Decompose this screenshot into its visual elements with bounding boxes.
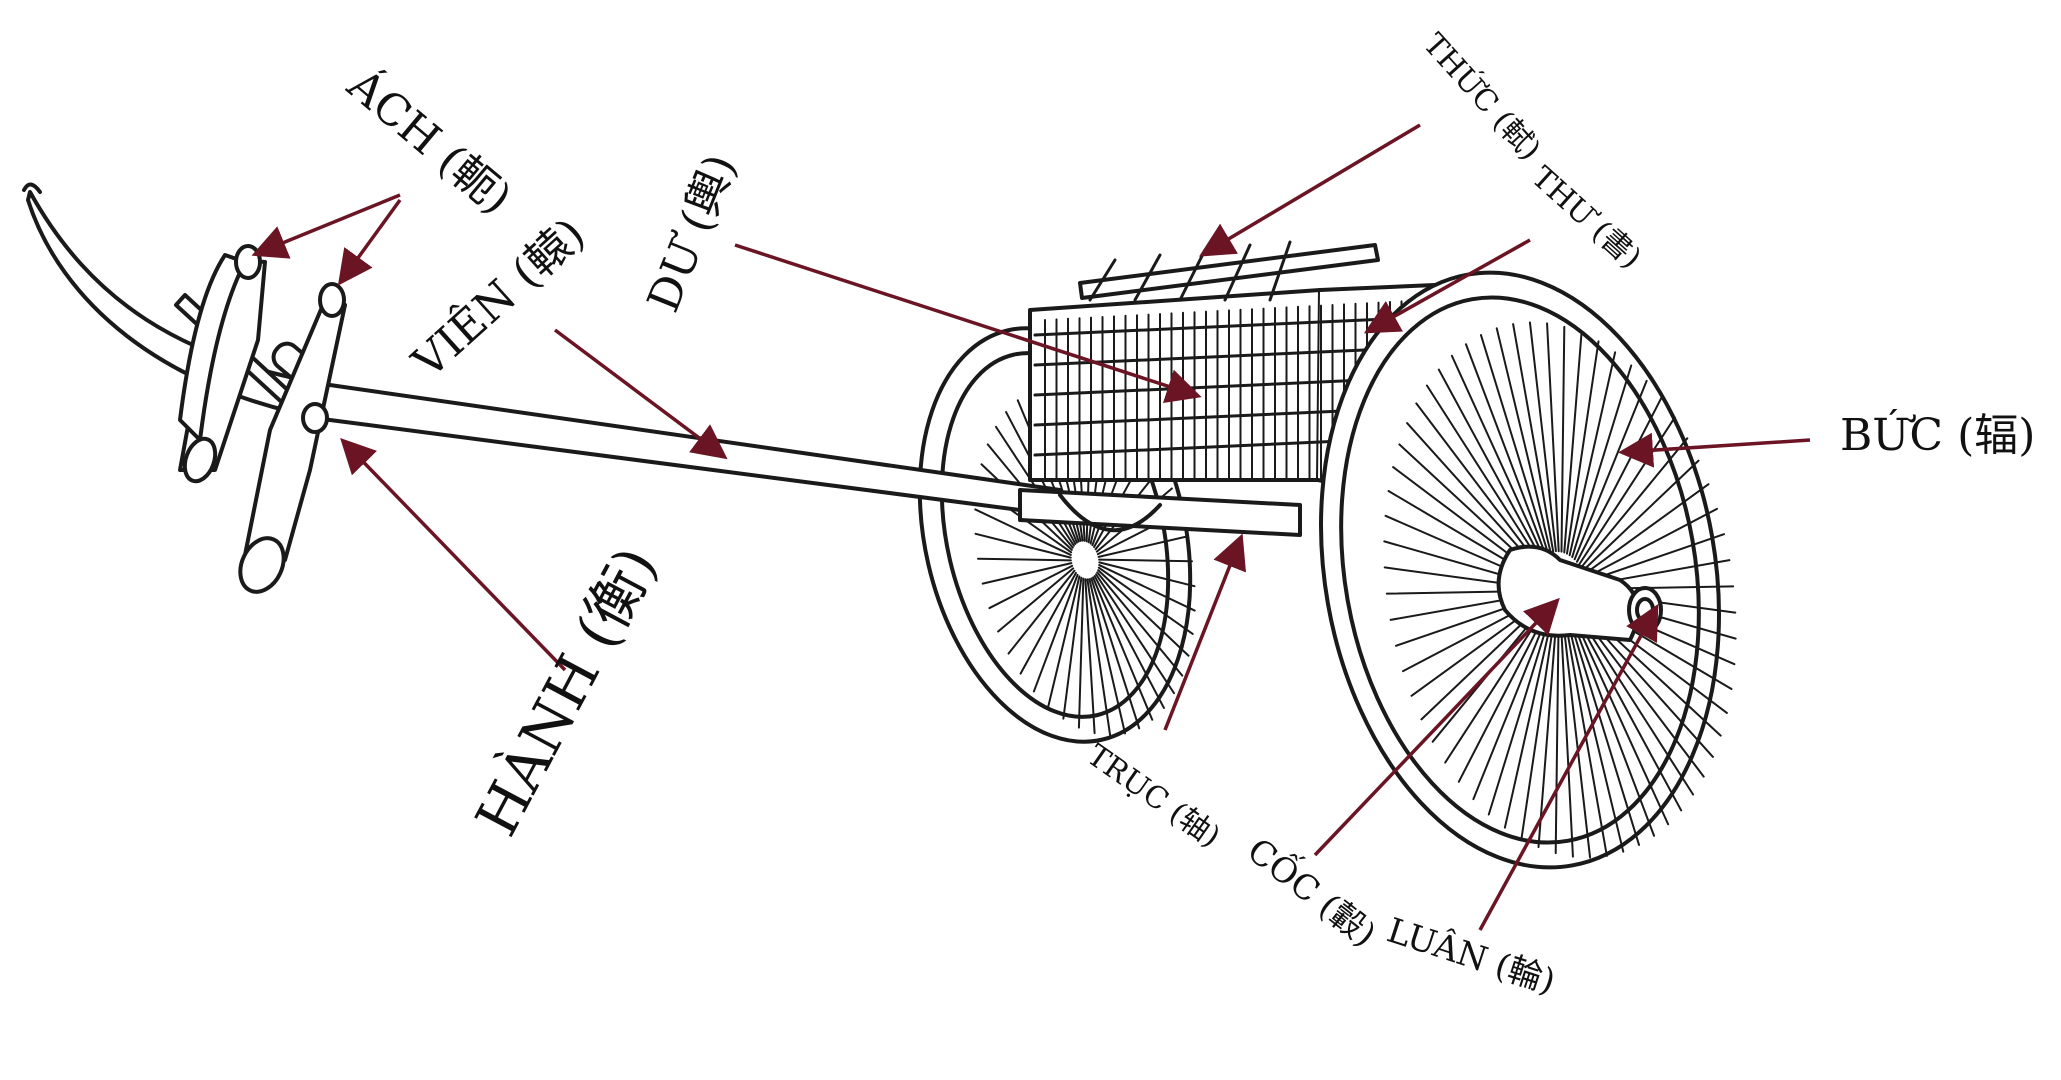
wheel-spoke [1084,578,1096,735]
wheel-spoke [1077,577,1085,729]
wheel-spoke [1573,624,1656,837]
wheel-spoke [1047,575,1081,708]
wheel-spoke [1579,618,1695,796]
wheel-spoke [1581,459,1700,572]
wheel-spoke [1581,615,1705,778]
wheel-spoke [1568,626,1625,853]
wheel-spoke [1019,571,1077,675]
pole-front-end [22,182,42,194]
arrow-vien [553,328,728,460]
wheel-spoke [977,557,1072,562]
wheel-spoke [1578,620,1683,812]
wheel-spoke [997,567,1075,633]
wheel-spoke [1097,569,1190,657]
wheel-spoke [1097,566,1194,635]
wheel-spoke [1437,368,1542,560]
wheel-spoke [1585,533,1725,583]
wheel-spoke [1563,627,1592,859]
wheel-spoke [1580,437,1689,569]
wheel-spoke [1537,626,1557,849]
label-thuc: THỨC (軾) [1416,26,1548,167]
front-rail [1078,240,1380,302]
wheel-spoke [1520,625,1555,840]
label-coc: CỐC (轂) [1239,827,1385,955]
wheel-spoke [1563,331,1583,554]
wheel-spoke [1425,384,1541,562]
wheel-spoke [1495,327,1552,554]
wheel-spoke [1503,623,1552,829]
wheel-spoke [1560,325,1566,553]
arrow-coc [1313,597,1560,857]
wheel-spoke [1095,573,1175,695]
wheel-spoke [1098,564,1196,612]
wheel-spoke [1098,558,1193,563]
label-thu: THƯ (書) [1525,160,1648,276]
wheel-spoke [1528,321,1557,553]
wheel-spoke [1479,334,1549,555]
wheel-spoke [1032,573,1079,693]
arrow-ach-right [337,198,402,286]
wheel-spoke [981,562,1073,585]
arrow-buc [1618,432,1811,468]
wheel-spoke [1086,578,1112,737]
arrow-thu [1363,238,1531,334]
wheel-spoke [1415,402,1539,565]
label-du: DƯ (輿) [638,147,747,319]
wheel-spoke [1560,627,1574,858]
arrow-du [734,243,1202,403]
yoke-assembly [174,244,347,594]
label-hanh: HÀNH (衡) [462,536,670,846]
pole-shaft [26,190,1062,517]
wheel-spoke [1090,577,1141,730]
wheel-spoke [988,564,1074,610]
arrow-luan [1478,603,1659,931]
arrow-truc [1163,533,1246,731]
wheel-spoke [1571,625,1641,846]
pointer-arrows [251,123,1811,931]
wheel-spoke [1575,622,1670,826]
wheel-spoke [1088,578,1127,735]
wheel-spoke [1578,416,1676,566]
front-wheel [1319,270,1737,870]
wheel-spoke [1512,323,1555,553]
wheel-spoke [1420,608,1539,721]
wheel-spoke [1554,627,1560,855]
label-luan: LUÂN (輪) [1382,910,1560,1003]
label-ach: ÁCH (軛) [337,57,522,224]
label-truc: TRỤC (轴) [1080,738,1226,855]
wheel-spoke [1092,576,1154,721]
arrow-hanh [340,437,567,672]
axle-arc [1058,493,1162,532]
wheel-spoke [1097,535,1189,558]
arrow-thuc [1198,123,1421,257]
wheel-spoke [1546,322,1560,553]
wheel-spoke [1575,397,1663,563]
wheel-spoke [1583,483,1710,576]
wheel-spoke [1457,617,1545,783]
wheel-spoke [1406,422,1537,568]
wheel-spoke [1487,621,1549,816]
wheel-spoke [1450,354,1545,558]
wheel-spoke [1472,619,1547,801]
arrow-ach-left [251,193,401,259]
wheel-spoke [1571,364,1633,559]
chariot-drawing [22,182,1737,870]
wheel-spoke [1098,561,1196,588]
wheel-spoke [974,532,1072,559]
wheel-spoke [1565,340,1600,555]
wheel-spoke [1444,614,1542,764]
wheel-spoke [1062,576,1083,720]
wheel-spoke [1093,575,1165,709]
wheel-spoke [1007,569,1076,655]
wheel-spoke [1464,343,1547,556]
wheel-spoke [1568,351,1617,557]
label-vien: VIÊN (轅) [401,207,595,389]
wheel-spoke [1565,627,1608,857]
wheel-spoke [1096,571,1184,677]
wheel-spoke [1573,379,1648,561]
wheel-spoke [974,508,1072,556]
label-buc: BỨC (辐) [1840,408,2035,461]
wheel-spoke [1584,507,1718,579]
